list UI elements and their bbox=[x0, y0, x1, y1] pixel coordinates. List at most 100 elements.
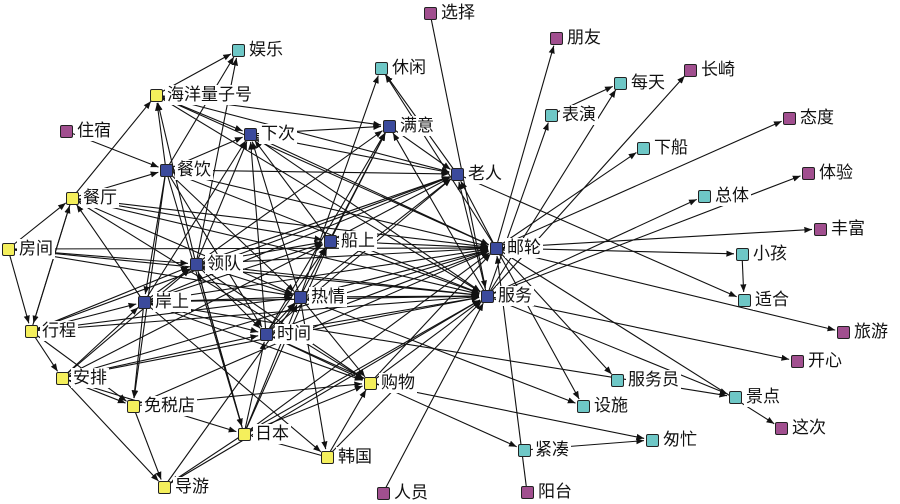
node-label-xiuxian: 休闲 bbox=[390, 58, 428, 78]
edge-shijian-youlun bbox=[265, 250, 489, 335]
edge-youlun-sheshi bbox=[495, 247, 580, 400]
edge-xiaci-fuwu bbox=[249, 133, 481, 292]
node-label-fengfu: 丰富 bbox=[829, 219, 867, 239]
edge-canyin-riben bbox=[165, 169, 243, 427]
edge-gouwu-youlun bbox=[369, 253, 491, 384]
node-reqing[interactable] bbox=[294, 291, 307, 304]
node-haiyang[interactable] bbox=[150, 89, 163, 102]
node-label-fuwu: 服务 bbox=[496, 286, 534, 306]
node-label-xiachuan: 下船 bbox=[652, 138, 690, 158]
node-anshang[interactable] bbox=[138, 296, 151, 309]
node-xiaohai[interactable] bbox=[736, 248, 749, 261]
edge-xingcheng-fuwu bbox=[30, 294, 480, 332]
node-label-shijian: 时间 bbox=[275, 324, 313, 344]
edge-youlun-pengyou bbox=[495, 45, 555, 249]
node-riben[interactable] bbox=[238, 428, 251, 441]
node-daoyou[interactable] bbox=[158, 481, 171, 494]
node-zongti[interactable] bbox=[698, 190, 711, 203]
node-hanguo[interactable] bbox=[321, 451, 334, 464]
node-chuanshang[interactable] bbox=[324, 235, 337, 248]
node-zhusu[interactable] bbox=[60, 125, 73, 138]
node-label-anpai: 安排 bbox=[71, 368, 109, 388]
node-yangtai[interactable] bbox=[521, 486, 534, 499]
edge-canting-haiyang bbox=[71, 100, 152, 199]
node-fuwuyuan[interactable] bbox=[611, 374, 624, 387]
node-pengyou[interactable] bbox=[550, 32, 563, 45]
edge-fuwu-kaixin bbox=[486, 295, 790, 361]
node-label-taidu: 态度 bbox=[798, 108, 836, 128]
node-shijian[interactable] bbox=[260, 328, 273, 341]
node-gouwu[interactable] bbox=[364, 377, 377, 390]
edge-gouwu-fuwu bbox=[369, 300, 481, 384]
node-renyuan[interactable] bbox=[377, 487, 390, 500]
node-label-canyin: 餐饮 bbox=[175, 160, 213, 180]
edge-anshang-hanguo bbox=[143, 301, 322, 453]
node-label-fuwuyuan: 服务员 bbox=[626, 370, 681, 390]
node-lingdui[interactable] bbox=[190, 258, 203, 271]
node-label-meitian: 每天 bbox=[629, 73, 667, 93]
node-kaixin[interactable] bbox=[791, 355, 804, 368]
node-congmang[interactable] bbox=[646, 434, 659, 447]
node-canting[interactable] bbox=[66, 192, 79, 205]
edge-fuwu-jingdian bbox=[486, 295, 728, 395]
node-zheci[interactable] bbox=[775, 422, 788, 435]
edge-youlun-laoren bbox=[460, 180, 497, 249]
edge-daoyou-fuwu bbox=[163, 299, 481, 488]
edge-riben-daoyou bbox=[170, 433, 245, 484]
node-jincou[interactable] bbox=[518, 444, 531, 457]
edge-lingdui-shijian bbox=[195, 263, 261, 329]
node-anpai[interactable] bbox=[56, 372, 69, 385]
edge-youlun-fengfu bbox=[495, 226, 813, 249]
edge-anpai-daoyou bbox=[61, 377, 159, 482]
node-label-laoren: 老人 bbox=[466, 164, 504, 184]
node-label-daoyou: 导游 bbox=[173, 477, 211, 497]
edge-lingdui-youlun bbox=[195, 245, 489, 265]
node-label-biaoyan: 表演 bbox=[560, 105, 598, 125]
node-laoren[interactable] bbox=[451, 168, 464, 181]
edge-reqing-gouwu bbox=[299, 296, 366, 378]
node-lvyou[interactable] bbox=[837, 326, 850, 339]
node-changqi[interactable] bbox=[684, 64, 697, 77]
edge-canyin-reqing bbox=[165, 169, 295, 292]
edge-canting-fuwu bbox=[71, 197, 480, 296]
edge-lingdui-xiaci bbox=[195, 141, 248, 265]
node-sheshi[interactable] bbox=[577, 400, 590, 413]
node-label-changqi: 长崎 bbox=[699, 60, 737, 80]
node-xuanze[interactable] bbox=[424, 7, 437, 20]
edge-youlun-xiachuan bbox=[495, 152, 637, 249]
node-xiaci[interactable] bbox=[244, 128, 257, 141]
node-fengfu[interactable] bbox=[814, 223, 827, 236]
node-jingdian[interactable] bbox=[729, 391, 742, 404]
node-manyi[interactable] bbox=[383, 120, 396, 133]
node-xiuxian[interactable] bbox=[375, 62, 388, 75]
node-taidu[interactable] bbox=[783, 112, 796, 125]
node-label-kaixin: 开心 bbox=[806, 351, 844, 371]
edge-canyin-haiyang bbox=[155, 102, 167, 171]
node-canyin[interactable] bbox=[160, 164, 173, 177]
node-label-lingdui: 领队 bbox=[205, 254, 243, 274]
node-fangjian[interactable] bbox=[2, 243, 15, 256]
edge-canyin-shijian bbox=[165, 169, 263, 328]
edge-canting-reqing bbox=[71, 197, 293, 295]
edge-canting-youlun bbox=[71, 197, 489, 250]
node-label-xiaohai: 小孩 bbox=[751, 244, 789, 264]
node-label-reqing: 热情 bbox=[309, 287, 347, 307]
edge-canyin-anshang bbox=[143, 169, 167, 295]
node-xingcheng[interactable] bbox=[25, 325, 38, 338]
node-label-chuanshang: 船上 bbox=[339, 231, 377, 251]
node-tiyan[interactable] bbox=[802, 167, 815, 180]
edge-anshang-xiaci bbox=[143, 140, 247, 303]
node-mianshuidian[interactable] bbox=[127, 400, 140, 413]
edge-youlun-lvyou bbox=[495, 247, 836, 332]
node-fuwu[interactable] bbox=[481, 290, 494, 303]
node-shihe[interactable] bbox=[738, 294, 751, 307]
node-label-congmang: 匆忙 bbox=[661, 430, 699, 450]
node-yule[interactable] bbox=[232, 44, 245, 57]
node-youlun[interactable] bbox=[490, 242, 503, 255]
node-xiachuan[interactable] bbox=[637, 142, 650, 155]
node-biaoyan[interactable] bbox=[545, 109, 558, 122]
node-meitian[interactable] bbox=[614, 77, 627, 90]
edge-anpai-anshang bbox=[61, 307, 139, 379]
edge-canyin-mianshuidian bbox=[132, 169, 167, 399]
